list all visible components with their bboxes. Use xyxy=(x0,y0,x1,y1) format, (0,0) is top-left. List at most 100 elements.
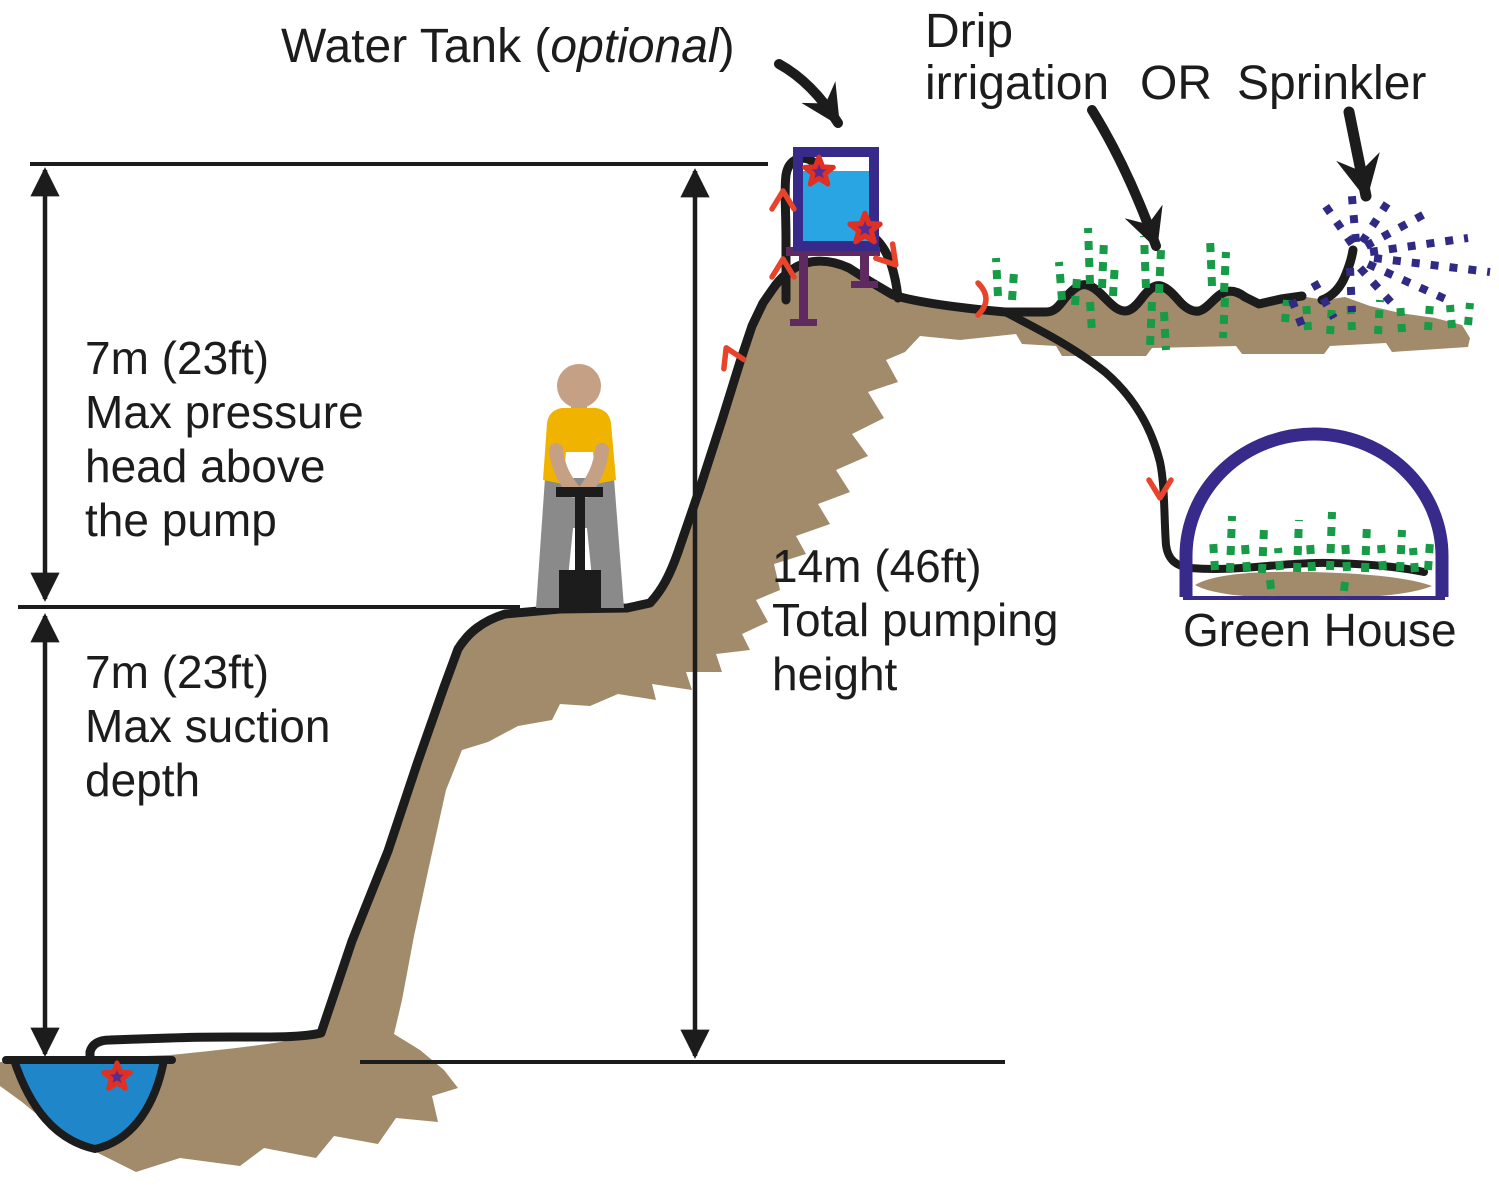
plant-sprig xyxy=(1306,542,1316,572)
plant-sprig xyxy=(1160,311,1170,351)
pressure-head-value: 7m (23ft) xyxy=(85,332,269,384)
plant-sprig xyxy=(1140,235,1150,289)
tank-body xyxy=(793,147,879,251)
plant-sprig xyxy=(1396,529,1406,572)
pump-base xyxy=(559,570,601,612)
water-tank-label: Water Tank (optional) xyxy=(281,20,735,73)
plant-sprig xyxy=(1281,299,1291,323)
plant-sprig xyxy=(1339,581,1349,600)
suction-depth-line2: depth xyxy=(85,754,200,806)
plant-sprig xyxy=(1396,301,1406,333)
plant-sprig xyxy=(1206,237,1216,287)
plant-sprig xyxy=(1346,297,1356,331)
flow-arrow-greenhouse-descent xyxy=(1146,477,1174,501)
flow-arrow-tank-outlet xyxy=(873,241,899,268)
spray-ray xyxy=(1310,280,1338,320)
hand-pump xyxy=(556,487,603,612)
connection-stars xyxy=(101,154,883,1091)
plant-sprig xyxy=(1302,299,1312,331)
plant-sprig xyxy=(1361,523,1371,573)
pond xyxy=(2,1056,176,1153)
spray-ray xyxy=(1347,185,1360,243)
plant-sprig xyxy=(1055,261,1066,301)
greenhouse-dome xyxy=(1179,427,1449,597)
spray-ray xyxy=(1369,234,1469,256)
star-marker-pond xyxy=(101,1060,133,1091)
pumping-height-line1: Total pumping xyxy=(772,594,1058,646)
pumping-height-value: 14m (46ft) xyxy=(772,540,982,592)
plant-sprig xyxy=(1008,271,1018,301)
tank-stand-bar xyxy=(786,247,880,256)
plant-sprig xyxy=(1464,302,1474,326)
plant-sprig xyxy=(1071,276,1081,306)
plant-sprig xyxy=(1220,251,1230,293)
flow-arrow-tank-inlet-1 xyxy=(769,188,797,212)
tank-stand-left-foot xyxy=(790,319,817,326)
water-tank-label-post: ) xyxy=(719,20,735,73)
suction-depth-value: 7m (23ft) xyxy=(85,646,269,698)
spray-ray xyxy=(1316,195,1356,247)
greenhouse xyxy=(1179,427,1449,600)
plant-sprig xyxy=(1326,305,1336,335)
plant-sprig xyxy=(1377,544,1387,571)
plant-sprig xyxy=(1109,261,1119,297)
spray-ray xyxy=(1288,298,1306,328)
drip-irrigation-arrow xyxy=(1087,105,1163,251)
greenhouse-plants xyxy=(1209,511,1434,600)
plant-sprig xyxy=(1424,541,1434,571)
plant-sprig xyxy=(1146,301,1156,347)
flow-direction-arrows xyxy=(721,188,1174,501)
plant-sprig xyxy=(1424,302,1434,331)
plant-sprig xyxy=(992,257,1002,297)
greenhouse-label: Green House xyxy=(1183,604,1457,656)
water-tank-label-optional: optional xyxy=(550,20,719,73)
plant-sprig xyxy=(1409,547,1419,573)
measurement-lines xyxy=(18,162,1005,1064)
plant-sprig xyxy=(1084,227,1094,285)
spray-ray xyxy=(1346,267,1356,313)
plant-sprig xyxy=(1258,527,1268,574)
spray-ray xyxy=(1366,260,1454,306)
person-head xyxy=(557,364,601,408)
tank-stand-left-leg xyxy=(799,256,808,324)
pressure-head-line2: head above xyxy=(85,440,325,492)
sprinkler-spray xyxy=(1288,185,1491,328)
plant-sprig xyxy=(1341,539,1351,572)
label-arrows xyxy=(774,59,1380,251)
sprinkler-riser-pipe xyxy=(1317,245,1358,305)
plant-sprig xyxy=(1098,239,1108,289)
flow-arrow-tank-inlet-2 xyxy=(769,256,797,280)
terrain-landmass xyxy=(0,262,1470,1172)
flow-arrow-surface-pipe xyxy=(975,280,989,318)
pressure-head-label: 7m (23ft) Max pressure head above the pu… xyxy=(85,332,364,546)
tank-stand-right-foot xyxy=(851,281,878,288)
pumping-height-line2: height xyxy=(772,648,898,700)
water-tank-arrow xyxy=(774,59,843,128)
person-pants xyxy=(536,478,624,608)
suction-depth-label: 7m (23ft) Max suction depth xyxy=(85,646,330,806)
drip-label-line2: irrigation xyxy=(925,57,1109,110)
plant-sprig xyxy=(1209,539,1219,571)
plant-sprig xyxy=(1086,301,1096,333)
pumping-height-label: 14m (46ft) Total pumping height xyxy=(772,540,1058,700)
sprinkler-ground-plants xyxy=(1281,297,1474,335)
plant-sprig xyxy=(1274,547,1284,571)
plant-sprig xyxy=(1374,299,1384,335)
plant-sprig xyxy=(1266,579,1276,598)
star-marker-tank-bottom xyxy=(847,210,883,245)
pump-shaft xyxy=(575,495,585,575)
pump-handle xyxy=(556,487,603,497)
pressure-head-line1: Max pressure xyxy=(85,386,364,438)
plant-sprig xyxy=(1219,297,1229,339)
suction-depth-line1: Max suction xyxy=(85,700,330,752)
star-marker-tank-top xyxy=(802,154,836,187)
main-pipe-ground-line xyxy=(85,256,1307,1077)
sprinkler-label: Sprinkler xyxy=(1237,57,1426,110)
plant-sprig xyxy=(1155,249,1165,294)
spray-ray xyxy=(1358,193,1396,245)
plant-sprig xyxy=(1226,515,1236,573)
spray-ray xyxy=(1373,254,1491,276)
drip-plants xyxy=(992,227,1230,351)
plant-sprig xyxy=(1241,544,1251,572)
